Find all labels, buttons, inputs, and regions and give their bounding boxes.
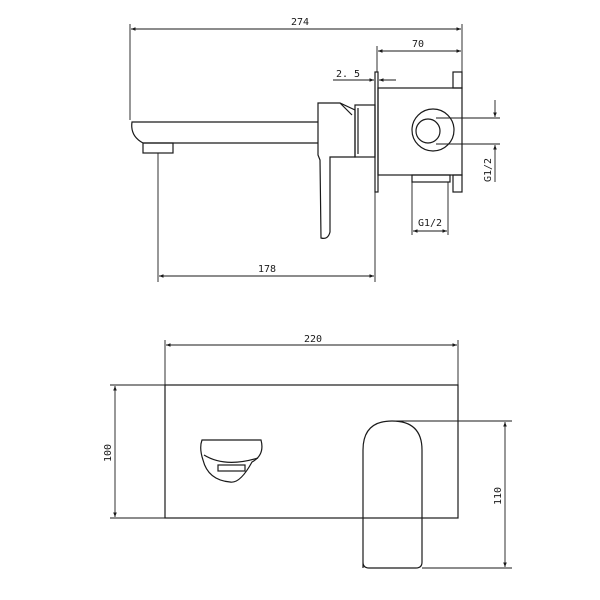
dimension-label: 2. 5	[336, 69, 360, 80]
dimension-100: 100	[103, 384, 165, 519]
dimension-label: 70	[412, 39, 424, 50]
dimension-220: 220	[164, 334, 459, 385]
valve-body	[377, 87, 463, 176]
dimension-110: 110	[392, 420, 512, 569]
inlet-outer	[411, 108, 455, 152]
dimension-label: G1/2	[418, 218, 442, 229]
inlet-inner	[415, 118, 441, 144]
aerator-front	[217, 464, 246, 472]
dimension-label: 274	[291, 17, 309, 28]
dimension-2-5: 2. 5	[333, 69, 396, 82]
dimension-178: 178	[157, 153, 376, 282]
bottom-inlet	[411, 174, 451, 183]
front-view: 220 100 110	[103, 334, 512, 569]
mount-tab	[452, 174, 463, 193]
cartridge	[354, 104, 376, 158]
dimension-70: 70	[376, 39, 461, 72]
dimension-274: 274	[129, 17, 463, 120]
spout	[131, 121, 318, 144]
handle-front	[362, 420, 423, 569]
dimension-label: 110	[493, 487, 504, 505]
dimension-label: 100	[103, 444, 114, 462]
dimension-label: 220	[304, 334, 322, 345]
spout-front	[200, 439, 263, 483]
side-view: 274 70 2. 5 G1/2 G1/2	[129, 17, 500, 282]
dimension-label: G1/2	[483, 158, 494, 182]
handle-lever	[317, 102, 356, 239]
mount-tab	[452, 71, 463, 89]
dimension-label: 178	[258, 264, 276, 275]
cover-plate	[164, 384, 459, 519]
aerator	[142, 142, 174, 154]
